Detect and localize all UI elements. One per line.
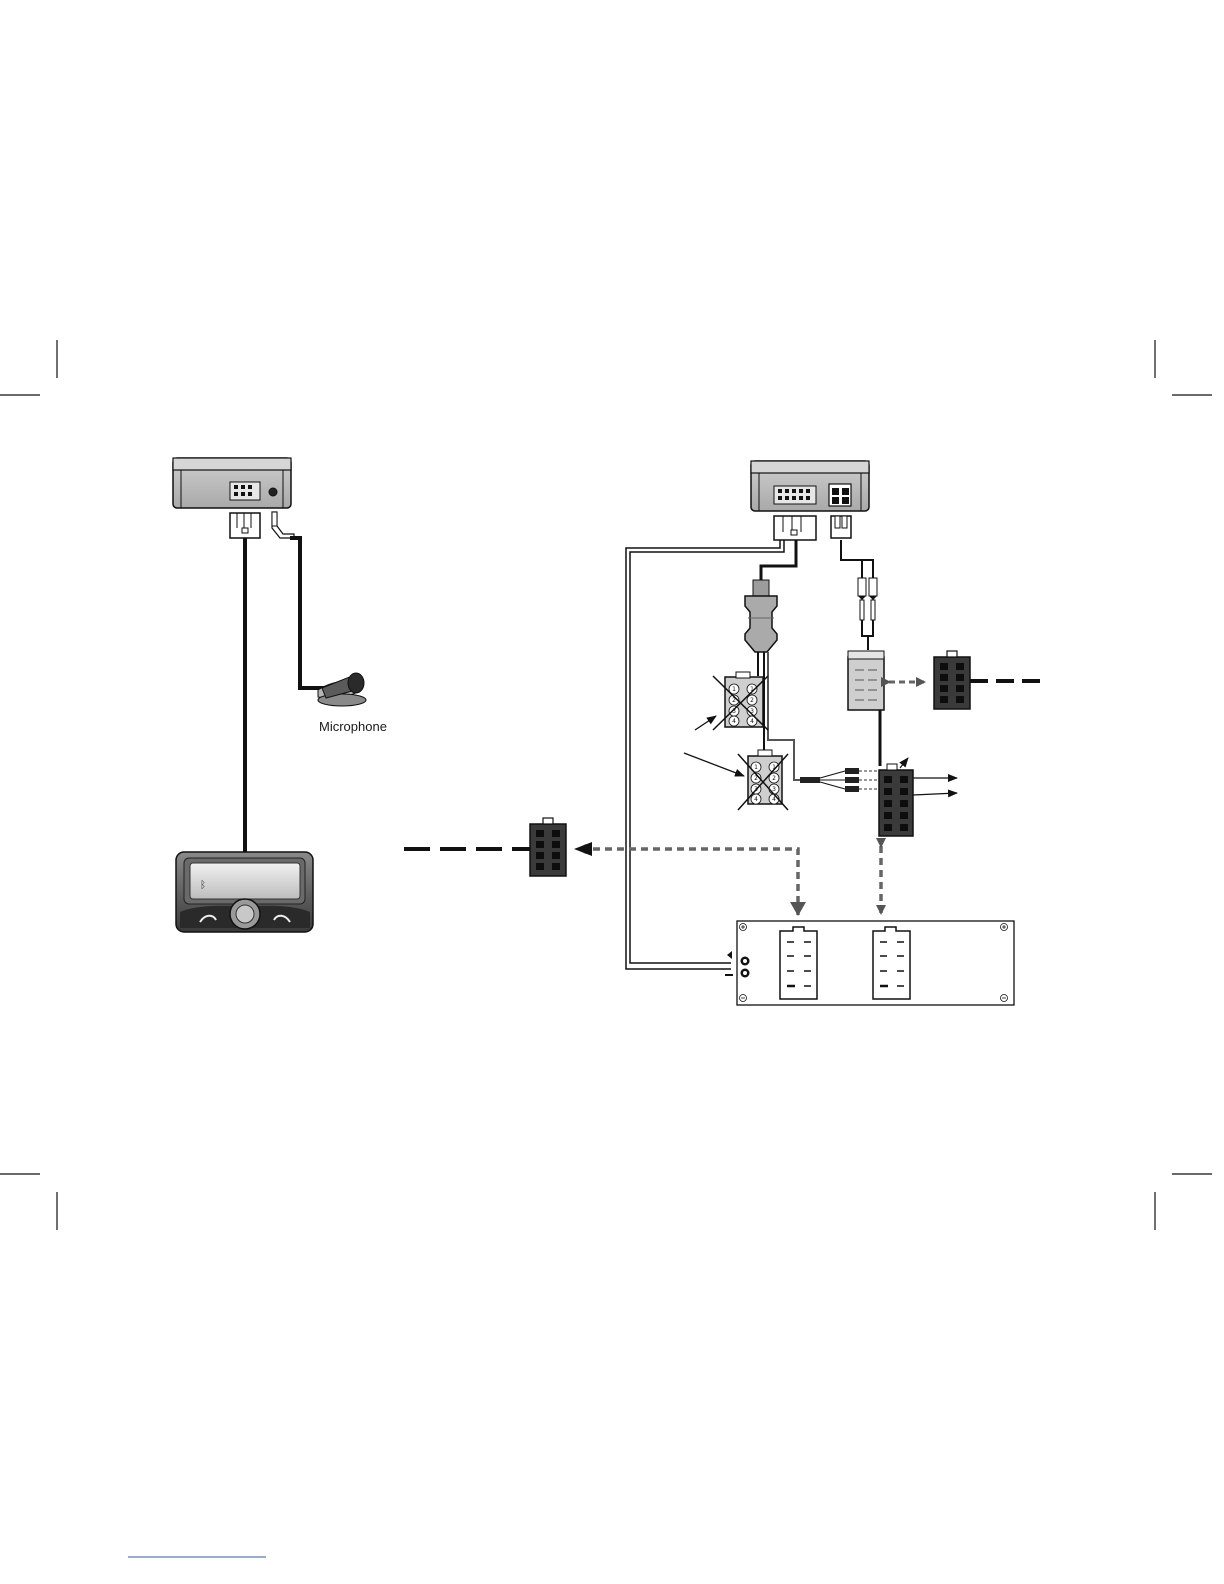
- handsfree-box-icon: [751, 461, 869, 511]
- harness-cable: [761, 540, 796, 582]
- pointer-arrow: [695, 716, 716, 730]
- pointer-arrow: [684, 753, 744, 776]
- vehicle-connector-icon: [934, 651, 970, 709]
- svg-text:4: 4: [750, 718, 754, 725]
- microphone-icon: [318, 673, 366, 706]
- svg-text:1: 1: [732, 686, 736, 693]
- mic-jack-plug-icon: [272, 512, 294, 538]
- mute-wire-connectors-icon: [800, 768, 880, 792]
- rca-plugs-icon: [841, 540, 877, 650]
- main-harness-plug-icon: [230, 513, 260, 538]
- main-harness-plug-icon: [774, 516, 816, 540]
- output-arrow: [913, 793, 957, 795]
- microphone-label: Microphone: [319, 719, 387, 734]
- svg-text:2: 2: [772, 775, 776, 782]
- vehicle-connector-icon: [530, 818, 566, 876]
- control-display-icon: ᛒ: [176, 852, 313, 932]
- speaker-connector-icon: [879, 764, 913, 836]
- svg-text:4: 4: [754, 796, 758, 803]
- svg-text:2: 2: [750, 697, 754, 704]
- handsfree-box-icon: [173, 458, 291, 508]
- ferrite-filter-icon: [745, 580, 777, 652]
- svg-text:ᛒ: ᛒ: [200, 880, 206, 891]
- adapter-connector-icon: [848, 651, 884, 710]
- svg-text:1: 1: [754, 764, 758, 771]
- car-radio-rear-panel-icon: [725, 921, 1014, 1005]
- svg-text:4: 4: [732, 718, 736, 725]
- audio-plug-icon: [831, 516, 851, 538]
- plug-in-arrow: [578, 849, 798, 915]
- removed-connector-icon: 11 22 33 44: [738, 750, 788, 810]
- microphone-cable: [290, 538, 326, 688]
